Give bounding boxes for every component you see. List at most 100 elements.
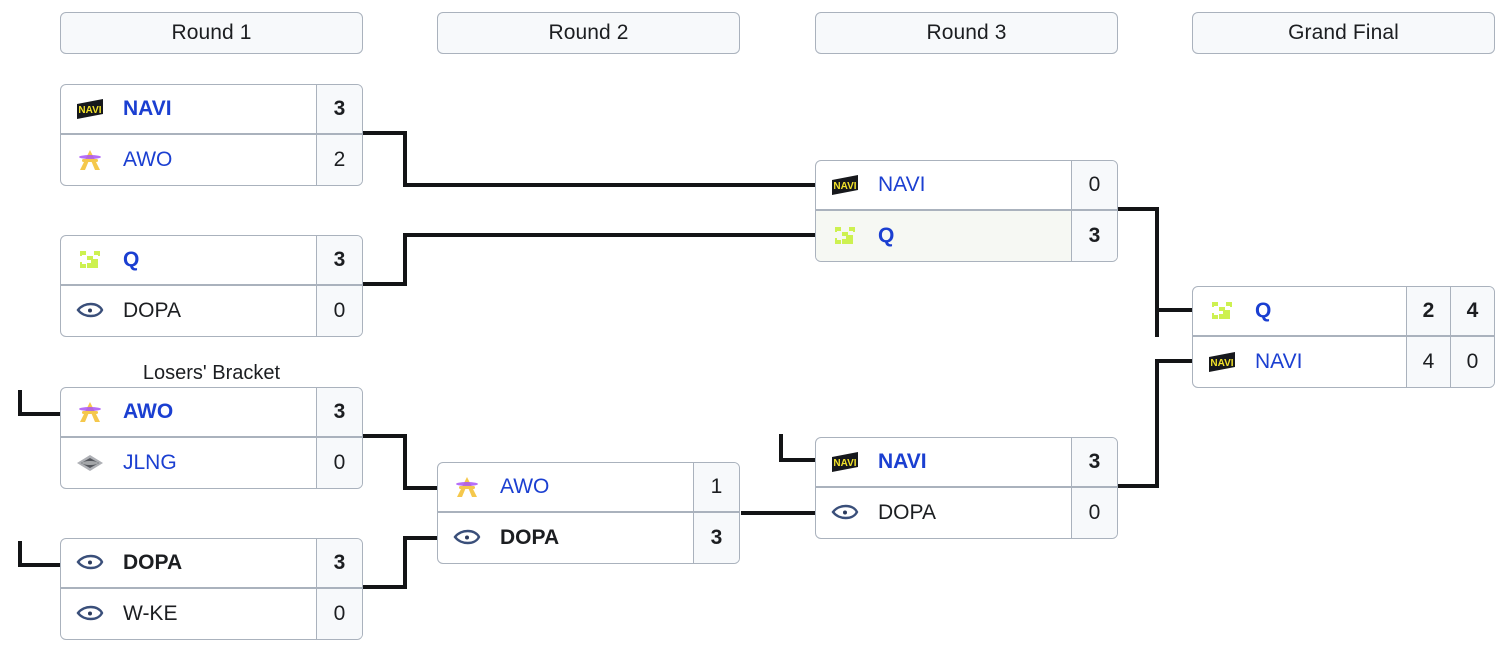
team-score-game1: 4 — [1406, 337, 1450, 387]
team-score-game2: 4 — [1450, 287, 1494, 335]
team-name: NAVI — [1255, 350, 1303, 373]
team-cell: DOPA — [438, 513, 693, 563]
round-header-grand-final[interactable]: Grand Final — [1192, 12, 1495, 54]
connector-lbm1-out — [363, 434, 407, 438]
team-score: 0 — [1071, 161, 1117, 209]
connector-r1m1-out — [363, 131, 407, 135]
team-cell: Q — [1193, 287, 1406, 335]
match-row[interactable]: DOPA 0 — [816, 488, 1117, 538]
connector-to-r3m1-bottom — [403, 233, 817, 237]
connector-r3m1-out — [1115, 207, 1159, 211]
connector-to-gf-bottom — [1155, 359, 1195, 363]
navi-logo: NAVI — [830, 172, 860, 198]
jlng-logo — [75, 450, 105, 476]
team-name: AWO — [123, 148, 173, 171]
connector-to-gf-top — [1155, 308, 1195, 312]
team-name: Q — [123, 248, 140, 271]
match-row[interactable]: DOPA 3 — [438, 513, 739, 563]
team-name: AWO — [500, 475, 550, 498]
navi-logo: NAVI — [75, 96, 105, 122]
team-name: DOPA — [123, 551, 183, 574]
connector-lbm2-up — [403, 536, 407, 589]
team-name: DOPA — [878, 501, 936, 524]
awo-logo — [75, 399, 105, 425]
match-row[interactable]: NAVI NAVI 4 0 — [1193, 337, 1494, 387]
match-row[interactable]: DOPA 0 — [61, 286, 362, 336]
match-row[interactable]: W-KE 0 — [61, 589, 362, 639]
team-cell: NAVI NAVI — [816, 438, 1071, 486]
team-cell: Q — [816, 211, 1071, 261]
connector-r3m2-up — [1155, 359, 1159, 488]
navi-logo: NAVI — [830, 449, 860, 475]
team-score-game1: 2 — [1406, 287, 1450, 335]
team-name: Q — [878, 224, 895, 247]
team-cell: AWO — [61, 388, 316, 436]
match-row[interactable]: DOPA 3 — [61, 539, 362, 589]
connector-r2m1-to-r3m2 — [741, 511, 817, 515]
connector-to-r2m1-top — [403, 486, 439, 490]
team-name: DOPA — [123, 299, 181, 322]
team-name: NAVI — [878, 450, 927, 473]
connector-r3m2-out — [1115, 484, 1159, 488]
team-score: 0 — [316, 438, 362, 488]
connector-r1m1-down — [403, 131, 407, 187]
q-logo — [1207, 298, 1237, 324]
match-row[interactable]: AWO 2 — [61, 135, 362, 185]
match-round3-2[interactable]: NAVI NAVI 3 DOPA 0 — [815, 437, 1118, 539]
team-name: Q — [1255, 299, 1272, 322]
dopa-logo — [75, 550, 105, 576]
dopa-logo — [75, 298, 105, 324]
match-row[interactable]: JLNG 0 — [61, 438, 362, 488]
team-score: 1 — [693, 463, 739, 511]
match-losers-1[interactable]: AWO 3 JLNG 0 — [60, 387, 363, 489]
team-cell: DOPA — [61, 286, 316, 336]
match-round3-1[interactable]: NAVI NAVI 0 Q 3 — [815, 160, 1118, 262]
team-score: 3 — [1071, 438, 1117, 486]
team-score: 3 — [316, 539, 362, 587]
match-losers-2[interactable]: DOPA 3 W-KE 0 — [60, 538, 363, 640]
team-score: 3 — [693, 513, 739, 563]
connector-lb-seed-awo-h — [18, 412, 64, 416]
team-name: W-KE — [123, 602, 178, 625]
team-name: AWO — [123, 400, 174, 423]
round-header-1[interactable]: Round 1 — [60, 12, 363, 54]
match-grand-final[interactable]: Q 2 4 NAVI NAVI 4 0 — [1192, 286, 1495, 388]
team-cell: DOPA — [61, 539, 316, 587]
connector-lb-seed-awo-v — [18, 390, 22, 416]
match-row[interactable]: Q 3 — [61, 236, 362, 286]
team-cell: W-KE — [61, 589, 316, 639]
round-header-3[interactable]: Round 3 — [815, 12, 1118, 54]
team-name: DOPA — [500, 526, 560, 549]
match-round2-1[interactable]: AWO 1 DOPA 3 — [437, 462, 740, 564]
connector-r1m2-up — [403, 233, 407, 286]
team-name: NAVI — [878, 173, 926, 196]
match-round1-1[interactable]: NAVI NAVI 3 AWO 2 — [60, 84, 363, 186]
team-cell: JLNG — [61, 438, 316, 488]
match-round1-2[interactable]: Q 3 DOPA 0 — [60, 235, 363, 337]
match-row[interactable]: AWO 1 — [438, 463, 739, 513]
team-cell: AWO — [61, 135, 316, 185]
dopa-logo — [75, 601, 105, 627]
match-row[interactable]: AWO 3 — [61, 388, 362, 438]
svg-text:NAVI: NAVI — [78, 105, 101, 116]
match-row[interactable]: NAVI NAVI 3 — [61, 85, 362, 135]
team-name: JLNG — [123, 451, 177, 474]
round-header-2[interactable]: Round 2 — [437, 12, 740, 54]
match-row[interactable]: NAVI NAVI 0 — [816, 161, 1117, 211]
connector-lb-seed-dopa-h — [18, 563, 64, 567]
dopa-logo — [452, 525, 482, 551]
team-cell: NAVI NAVI — [61, 85, 316, 133]
match-row[interactable]: Q 2 4 — [1193, 287, 1494, 337]
team-cell: NAVI NAVI — [1193, 337, 1406, 387]
team-score: 0 — [316, 589, 362, 639]
dopa-logo — [830, 500, 860, 526]
team-score: 3 — [316, 236, 362, 284]
match-row[interactable]: Q 3 — [816, 211, 1117, 261]
team-score: 3 — [316, 85, 362, 133]
svg-text:NAVI: NAVI — [833, 181, 856, 192]
team-score: 0 — [1071, 488, 1117, 538]
team-score: 3 — [1071, 211, 1117, 261]
team-cell: DOPA — [816, 488, 1071, 538]
match-row[interactable]: NAVI NAVI 3 — [816, 438, 1117, 488]
